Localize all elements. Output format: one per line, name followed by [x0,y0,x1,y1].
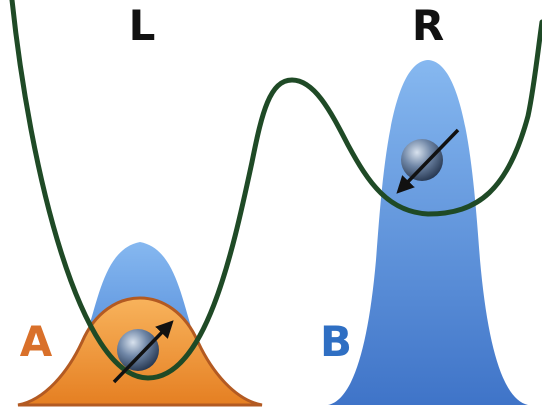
right-blue-distribution [328,60,528,405]
label-right-well: R [412,1,444,50]
label-state-b: B [320,317,352,366]
spin-up-right-arrow-icon [112,320,174,384]
spin-right-group [396,128,460,194]
potential-curve [9,0,542,381]
spin-left-group [112,320,174,384]
spin-ball-left [117,329,159,371]
label-left-well: L [129,1,156,50]
spin-ball-right [401,139,443,181]
label-state-a: A [20,317,53,366]
spin-down-left-arrow-icon [396,128,460,194]
